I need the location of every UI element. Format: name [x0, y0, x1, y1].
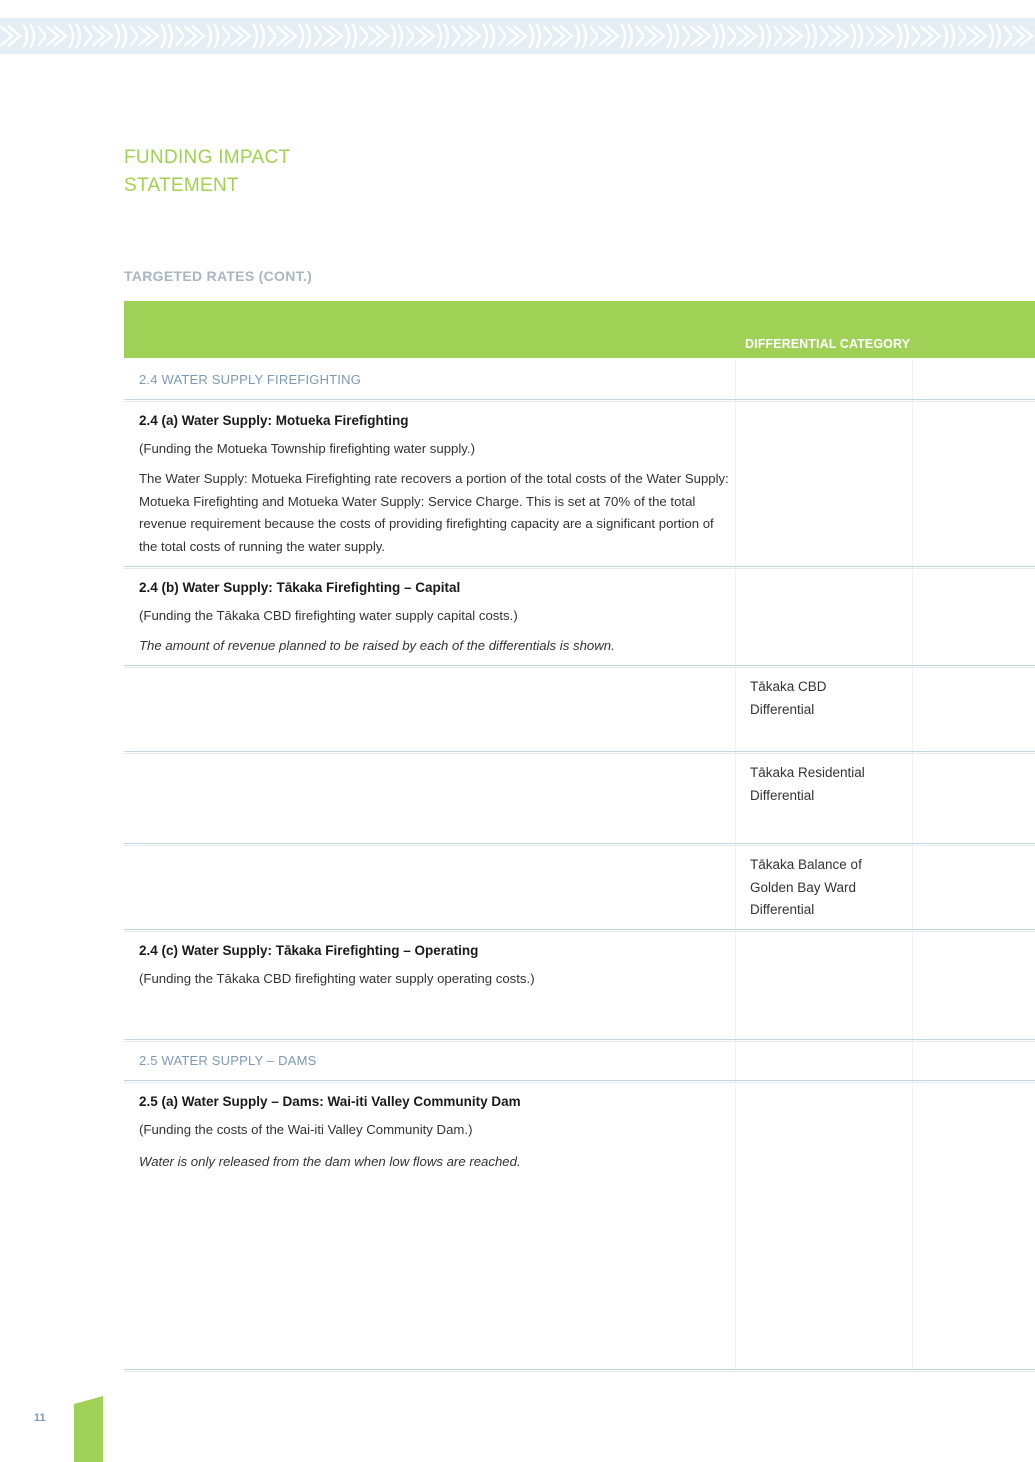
item-note: The amount of revenue planned to be rais…: [139, 638, 615, 653]
table-bottom-divider: [124, 1369, 1035, 1370]
section-label: TARGETED RATES (CONT.): [124, 268, 313, 284]
column-divider: [735, 358, 736, 1370]
item-title: 2.4 (a) Water Supply: Motueka Firefighti…: [139, 413, 409, 428]
item-body: The Water Supply: Motueka Firefighting r…: [139, 471, 729, 554]
differential-cell: Tākaka Residential Differential: [750, 765, 865, 803]
item-title: 2.4 (c) Water Supply: Tākaka Firefightin…: [139, 943, 479, 958]
differential-cell: Tākaka Balance of Golden Bay Ward Differ…: [750, 857, 862, 918]
item-subtitle: (Funding the costs of the Wai-iti Valley…: [139, 1122, 473, 1137]
page-title-line-2: STATEMENT: [124, 175, 239, 196]
decorative-pattern-band: [0, 18, 1035, 54]
page-number: 11: [34, 1412, 46, 1424]
row-divider: [124, 929, 1035, 930]
item-title: 2.5 (a) Water Supply – Dams: Wai-iti Val…: [139, 1094, 521, 1109]
column-header-differential-category: DIFFERENTIAL CATEGORY: [745, 337, 911, 351]
row-divider: [124, 566, 1035, 567]
row-divider: [124, 1039, 1035, 1040]
row-divider: [124, 751, 1035, 752]
row-divider: [124, 1080, 1035, 1081]
page-title: FUNDING IMPACT STATEMENT: [124, 144, 290, 200]
row-divider: [124, 665, 1035, 666]
differential-cell: Tākaka CBD Differential: [750, 679, 827, 717]
page-title-line-1: FUNDING IMPACT: [124, 147, 291, 168]
item-title: 2.4 (b) Water Supply: Tākaka Firefightin…: [139, 580, 461, 595]
table-header: DIFFERENTIAL CATEGORY: [124, 301, 1035, 358]
row-divider: [124, 843, 1035, 844]
item-subtitle: (Funding the Tākaka CBD firefighting wat…: [139, 608, 518, 623]
item-subtitle: (Funding the Motueka Township firefighti…: [139, 441, 475, 456]
group-heading: 2.5 WATER SUPPLY – DAMS: [139, 1053, 317, 1068]
item-subtitle: (Funding the Tākaka CBD firefighting wat…: [139, 971, 535, 986]
column-divider: [912, 358, 913, 1370]
page-tab-marker: [74, 1396, 103, 1462]
group-heading: 2.4 WATER SUPPLY FIREFIGHTING: [139, 372, 362, 387]
pattern-graphic: [0, 18, 1035, 54]
item-note: Water is only released from the dam when…: [139, 1154, 521, 1169]
row-divider: [124, 399, 1035, 400]
